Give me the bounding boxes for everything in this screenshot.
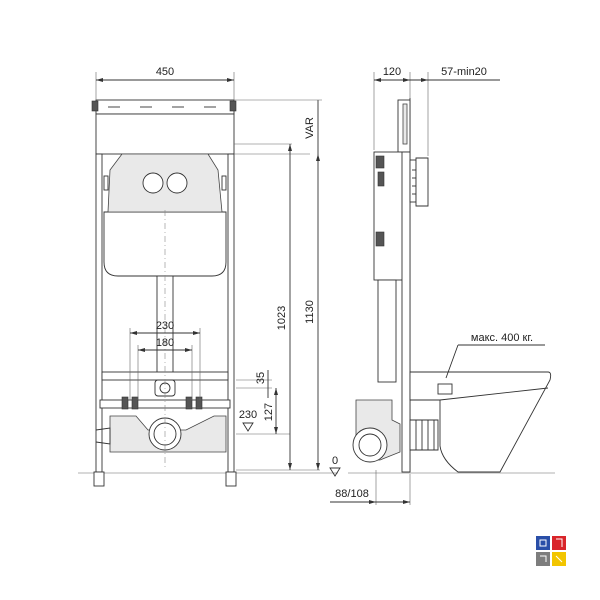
wall-hung-bowl	[409, 371, 552, 473]
dim-127-label: 127	[263, 403, 275, 421]
frame-left-upright	[95, 153, 103, 473]
top-cover-plate	[95, 113, 235, 155]
side-view: 120 57-min20 макс. 400 кг. 88/108	[330, 66, 555, 505]
logo-square-blue	[536, 536, 550, 550]
mounting-studs	[121, 396, 203, 410]
connector-ribs	[415, 420, 435, 450]
flush-panel-housing	[107, 153, 223, 213]
bowl-seat-hinge	[437, 383, 453, 395]
dim-230-bottom-label: 230	[239, 409, 257, 421]
brand-logo	[536, 536, 566, 566]
load-label: макс. 400 кг.	[471, 332, 533, 344]
dim-180-label: 180	[156, 337, 174, 349]
side-flush-plate	[415, 157, 429, 207]
frame-right-upright	[227, 153, 235, 473]
zero-level-label: 0	[332, 455, 338, 467]
dim-57-min20-label: 57-min20	[441, 66, 487, 78]
level-marker-230	[242, 422, 254, 432]
side-flush-pipe	[377, 279, 397, 383]
dim-230-top-label: 230	[156, 320, 174, 332]
dim-1023-label: 1023	[276, 306, 288, 330]
dim-88-108-label: 88/108	[335, 488, 369, 500]
dim-1130-label: 1130	[304, 300, 316, 324]
load-leader-line	[445, 344, 459, 379]
side-frame-upright	[401, 151, 411, 473]
dim-var-label: VAR	[304, 117, 316, 139]
logo-square-grey	[536, 552, 550, 566]
dim-450-label: 450	[156, 66, 174, 78]
front-view: 450 230 180 VAR 1023 1130	[78, 66, 341, 487]
cistern-body	[103, 211, 227, 277]
foot-right	[225, 471, 237, 487]
flush-button-large	[166, 172, 188, 194]
flush-button-small	[142, 172, 164, 194]
foot-left	[93, 471, 105, 487]
level-marker-zero	[329, 467, 341, 477]
top-rail-slots	[91, 100, 237, 112]
drain-connector	[409, 419, 439, 451]
dim-120-label: 120	[383, 66, 401, 78]
logo-glyphs	[539, 538, 563, 563]
dim-35-label: 35	[255, 372, 267, 384]
side-drain-outlet	[352, 427, 388, 463]
flush-plate-ribs	[412, 169, 416, 195]
logo-square-red	[552, 536, 566, 550]
